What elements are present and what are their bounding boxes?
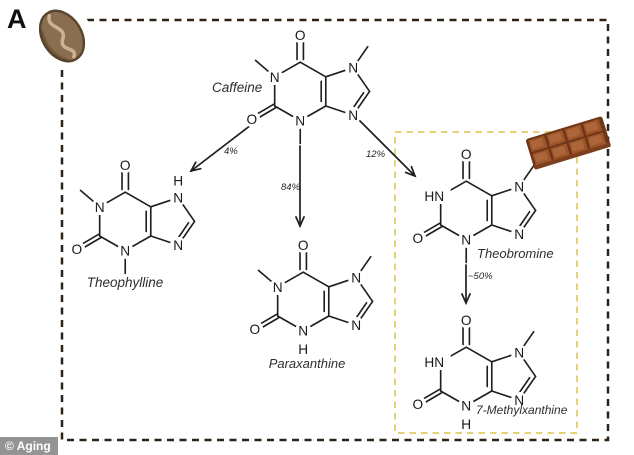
svg-text:N: N [351,318,361,333]
chocolate-chunks [528,119,607,166]
svg-text:N: N [298,324,308,339]
svg-text:N: N [351,271,361,286]
svg-text:HN: HN [424,355,444,370]
svg-text:O: O [461,147,472,162]
arrow-label-7-methylxanthine-percent: ~50% [468,271,493,282]
pathway-arrow [189,124,252,173]
pathway-arrow [295,145,305,229]
svg-text:N: N [348,108,358,123]
svg-text:O: O [72,242,83,257]
pathway-arrow [461,264,471,306]
svg-text:O: O [413,397,424,412]
theophylline-label: Theophylline [86,275,164,290]
svg-text:N: N [120,244,130,259]
svg-text:O: O [298,238,309,253]
svg-text:O: O [120,158,131,173]
svg-text:N: N [348,61,358,76]
svg-text:O: O [413,231,424,246]
svg-text:N: N [514,393,524,408]
molecule-theobromine-structure: O O HN N N N [406,141,552,283]
paraxanthine-label: Paraxanthine [268,356,346,371]
molecule-caffeine-structure: O O N N N N [240,22,386,164]
pathway-arrow [358,119,417,178]
svg-text:O: O [250,322,261,337]
svg-text:N: N [273,280,283,295]
journal-watermark: © Aging [0,437,58,455]
7-methylxanthine-label: 7-Methylxanthine [476,403,568,417]
outer-dashed-frame [60,18,610,442]
svg-text:O: O [247,112,258,127]
svg-text:HN: HN [424,189,444,204]
svg-text:N: N [173,238,183,253]
svg-text:N: N [173,191,183,206]
caffeine-label: Caffeine [212,80,263,95]
panel-label: A [7,4,27,34]
svg-text:N: N [514,227,524,242]
svg-text:H: H [173,173,183,188]
arrow-label-paraxanthine-percent: 84% [281,182,301,193]
svg-text:H: H [461,417,471,432]
svg-text:N: N [270,70,280,85]
svg-text:N: N [461,399,471,414]
arrow-label-theophylline-percent: 4% [224,146,238,157]
chocolate-bar-icon [525,116,611,170]
arrow-label-theobromine-percent: 12% [366,149,386,160]
svg-text:N: N [295,114,305,129]
svg-text:H: H [298,342,308,357]
theobromine-label: Theobromine [477,246,554,261]
svg-text:N: N [514,180,524,195]
coffee-bean-icon [32,6,92,66]
svg-text:N: N [461,233,471,248]
svg-text:N: N [95,200,105,215]
svg-text:O: O [295,28,306,43]
svg-text:O: O [461,313,472,328]
svg-text:N: N [514,346,524,361]
